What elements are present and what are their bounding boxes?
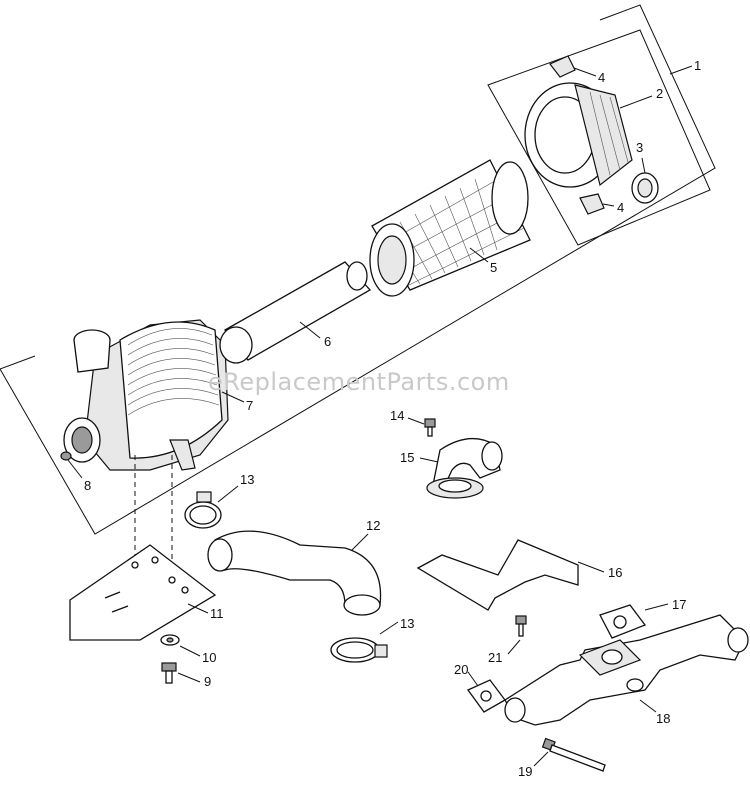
leader-7 — [221, 391, 245, 403]
leader-2 — [619, 95, 653, 109]
callout-13b: 13 — [400, 616, 414, 631]
leader-11 — [187, 603, 209, 614]
inner-safety-element[interactable] — [219, 261, 372, 364]
watermark-text: eReplacementParts.com — [208, 368, 510, 396]
callout-15: 15 — [400, 450, 414, 465]
hose-clamp-upper[interactable] — [184, 491, 222, 529]
drain-valve[interactable] — [60, 451, 72, 461]
callout-4b: 4 — [617, 200, 624, 215]
callout-16: 16 — [608, 565, 622, 580]
leader-4b — [602, 203, 615, 207]
cover-group-frame — [487, 29, 711, 246]
leader-18 — [639, 699, 657, 713]
leader-1 — [669, 65, 693, 75]
callout-21: 21 — [488, 650, 502, 665]
callout-8: 8 — [84, 478, 91, 493]
leader-16 — [577, 561, 605, 573]
leader-12 — [351, 533, 369, 551]
washer[interactable] — [160, 634, 180, 646]
leader-3 — [641, 157, 646, 174]
callout-13a: 13 — [240, 472, 254, 487]
callout-1: 1 — [694, 58, 701, 73]
mounting-bracket[interactable] — [69, 544, 217, 641]
leader-17 — [644, 603, 669, 611]
callout-19: 19 — [518, 764, 532, 779]
leader-15 — [419, 457, 439, 463]
callout-20: 20 — [454, 662, 468, 677]
evacuator-valve[interactable] — [631, 172, 659, 204]
intake-manifold[interactable] — [504, 614, 749, 726]
air-cleaner-cover[interactable] — [524, 82, 633, 188]
intake-elbow[interactable] — [426, 438, 503, 499]
leader-14 — [407, 417, 425, 425]
callout-18: 18 — [656, 711, 670, 726]
leader-19 — [533, 751, 549, 767]
mounting-screw[interactable] — [161, 662, 177, 684]
leader-4a — [573, 67, 597, 77]
callout-10: 10 — [202, 650, 216, 665]
manifold-bolt[interactable] — [541, 737, 606, 772]
air-cleaner-housing[interactable] — [63, 319, 229, 471]
leader-9 — [177, 672, 201, 683]
cover-clip-bottom[interactable] — [579, 193, 605, 215]
cover-clip-top[interactable] — [549, 55, 576, 78]
callout-2: 2 — [656, 86, 663, 101]
callout-14: 14 — [390, 408, 404, 423]
air-intake-hose[interactable] — [207, 530, 382, 616]
assembly-frame-line — [0, 4, 716, 535]
elbow-screw[interactable] — [424, 418, 436, 437]
heat-shield[interactable] — [416, 539, 579, 611]
callout-3: 3 — [636, 140, 643, 155]
leader-8 — [67, 459, 83, 479]
leader-13a — [217, 485, 239, 503]
leader-5 — [469, 247, 489, 263]
callout-4a: 4 — [598, 70, 605, 85]
intake-gasket[interactable] — [599, 604, 647, 639]
callout-7: 7 — [246, 398, 253, 413]
callout-17: 17 — [672, 597, 686, 612]
leader-13b — [379, 621, 399, 635]
callout-6: 6 — [324, 334, 331, 349]
manifold-gasket[interactable] — [467, 679, 506, 713]
leader-6 — [299, 321, 321, 339]
callout-11: 11 — [210, 606, 224, 621]
callout-12: 12 — [366, 518, 380, 533]
leader-21 — [507, 639, 521, 655]
shield-screw[interactable] — [515, 615, 527, 637]
callout-9: 9 — [204, 674, 211, 689]
leader-10 — [179, 645, 201, 657]
hose-clamp-lower[interactable] — [330, 637, 388, 663]
leader-20 — [467, 671, 479, 687]
primary-filter-element[interactable] — [369, 159, 531, 297]
callout-5: 5 — [490, 260, 497, 275]
